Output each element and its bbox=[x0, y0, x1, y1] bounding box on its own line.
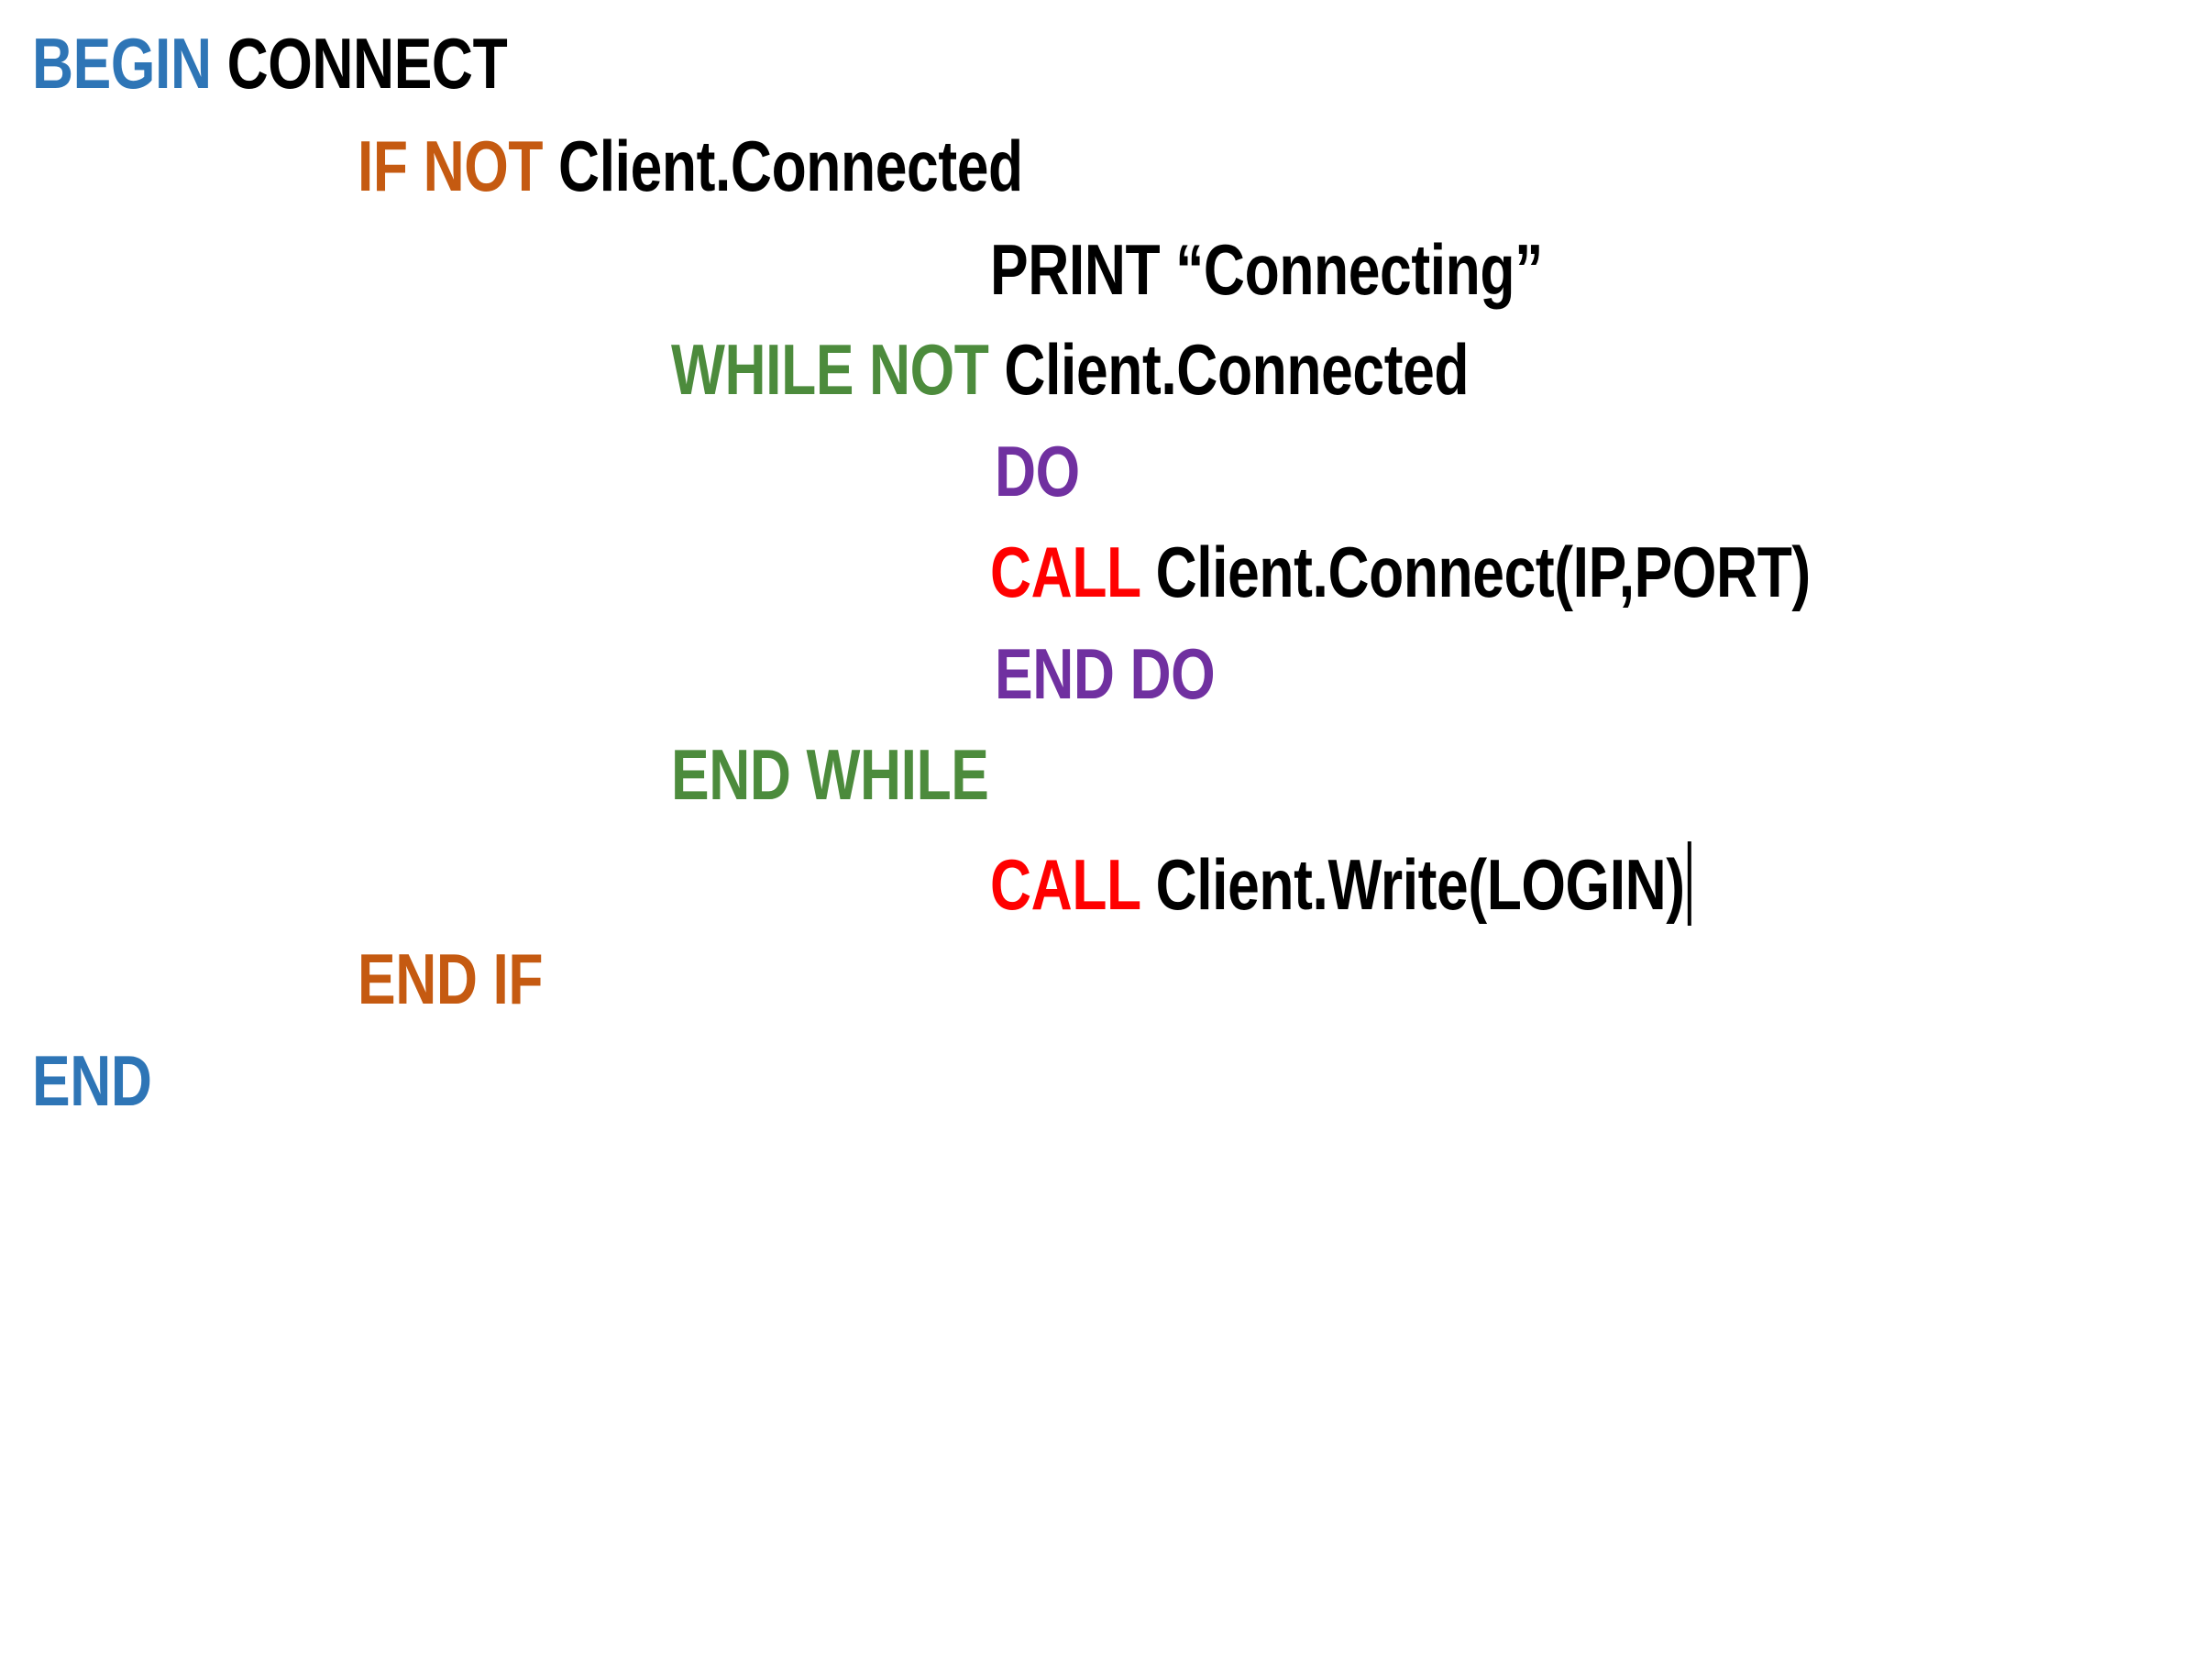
code-token-space bbox=[988, 329, 1004, 410]
code-token: CALL bbox=[990, 844, 1140, 925]
code-token: Client.Connected bbox=[1004, 329, 1470, 410]
code-line: END DO bbox=[995, 638, 1216, 709]
code-line: PRINT “Connecting” bbox=[990, 234, 1543, 305]
code-token: Client.Connected bbox=[558, 126, 1023, 206]
code-token: CALL bbox=[990, 532, 1140, 612]
code-line: CALL Client.Connect(IP,PORT) bbox=[990, 536, 1811, 608]
code-line: DO bbox=[995, 435, 1080, 507]
code-token-space bbox=[543, 126, 558, 206]
code-line: WHILE NOT Client.Connected bbox=[671, 334, 1470, 405]
code-line: BEGIN CONNECT bbox=[32, 27, 508, 99]
code-token: WHILE NOT bbox=[671, 329, 989, 410]
code-token-space bbox=[1140, 532, 1156, 612]
code-token: CONNECT bbox=[226, 23, 508, 104]
code-token: END bbox=[32, 1040, 152, 1121]
code-token: END IF bbox=[358, 939, 544, 1019]
code-line: END bbox=[32, 1045, 152, 1116]
code-token: END WHILE bbox=[671, 734, 989, 815]
code-token: BEGIN bbox=[32, 23, 212, 104]
code-token-space bbox=[1140, 844, 1156, 925]
code-token: Client.Write(LOGIN) bbox=[1155, 844, 1686, 925]
code-token: DO bbox=[995, 431, 1080, 511]
code-line: CALL Client.Write(LOGIN) bbox=[990, 841, 1691, 926]
code-token-space bbox=[212, 23, 227, 104]
code-token: IF NOT bbox=[358, 126, 544, 206]
code-token: END DO bbox=[995, 633, 1216, 714]
code-token: Client.Connect(IP,PORT) bbox=[1155, 532, 1812, 612]
text-cursor-caret bbox=[1687, 841, 1691, 926]
code-line: END IF bbox=[358, 943, 544, 1015]
code-token: PRINT “Connecting” bbox=[990, 229, 1543, 310]
code-line: IF NOT Client.Connected bbox=[358, 130, 1023, 202]
code-line: END WHILE bbox=[671, 739, 989, 810]
